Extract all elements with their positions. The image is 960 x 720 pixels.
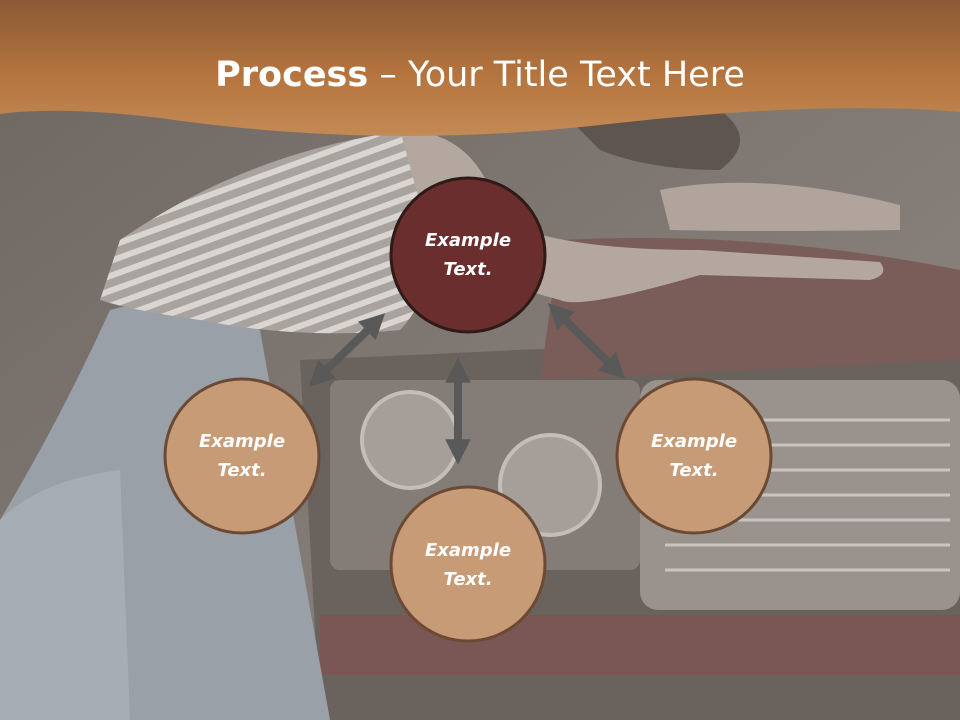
title-bold: Process [215, 55, 369, 95]
node-label-right-line1: Example [650, 431, 738, 452]
node-label-left-line2: Text. [217, 460, 267, 481]
node-label-left-line1: Example [198, 431, 286, 452]
node-label-right-line2: Text. [669, 460, 719, 481]
node-circle-right[interactable] [615, 377, 773, 535]
node-circle-left[interactable] [163, 377, 321, 535]
node-label-top: Example Text. [393, 226, 543, 284]
arrow-top-left [308, 313, 386, 387]
title-banner [0, 0, 960, 136]
node-label-bottom-line1: Example [424, 540, 512, 561]
node-label-right: Example Text. [619, 427, 769, 485]
node-label-left: Example Text. [167, 427, 317, 485]
node-circle-top[interactable] [389, 176, 547, 334]
node-label-top-line2: Text. [443, 259, 493, 280]
node-label-top-line1: Example [424, 230, 512, 251]
node-label-bottom-line2: Text. [443, 569, 493, 590]
arrow-top-right [547, 303, 626, 379]
page-title: Process – Your Title Text Here [0, 52, 960, 98]
node-circle-bottom[interactable] [389, 485, 547, 643]
node-label-bottom: Example Text. [393, 536, 543, 594]
title-rest: – Your Title Text Here [368, 55, 745, 95]
